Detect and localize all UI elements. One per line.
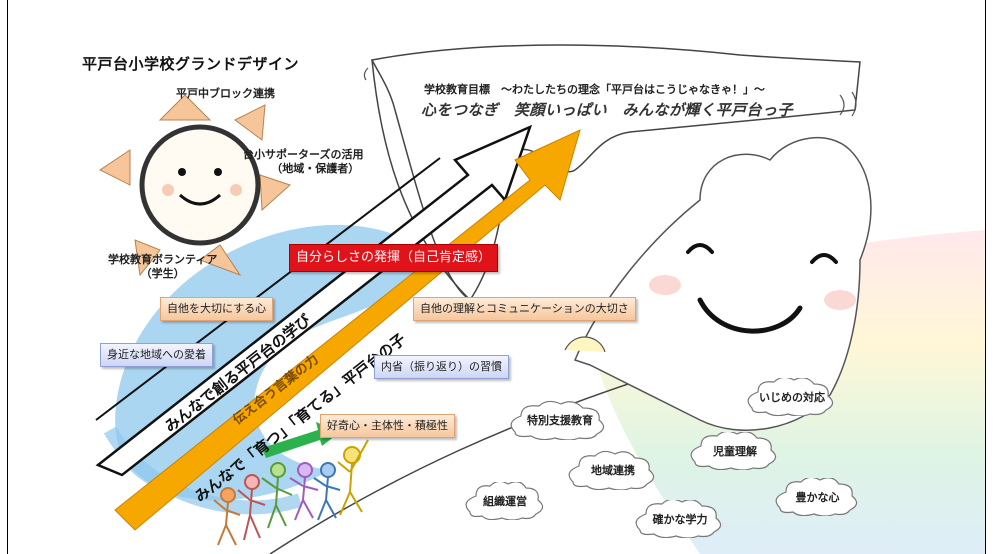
sun-drawing <box>99 94 291 277</box>
cloud-special-support-label: 特別支援教育 <box>527 414 593 427</box>
school-goal: 学校教育目標 ～わたしたちの理念「平戸台はこうじゃなきゃ！」～ <box>424 83 765 96</box>
sun-label-right-line2: （地域・保護者） <box>271 162 360 175</box>
respect-box: 自他を大切にする心 <box>160 297 274 321</box>
sun-label-top: 平戸中ブロック連携 <box>176 87 275 100</box>
sun-label-right: 台小サポーターズの活用 （地域・保護者） <box>243 148 363 176</box>
self-esteem-box: 自分らしさの発揮（自己肯定感） <box>289 244 499 272</box>
community-attachment-box: 身近な地域への愛着 <box>100 343 213 367</box>
sun-label-left: 学校教育ボランティア （学生） <box>108 253 217 281</box>
cloud-community-link-label: 地域連携 <box>591 464 635 477</box>
sun-label-left-line1: 学校教育ボランティア <box>108 253 218 266</box>
curiosity-box: 好奇心・主体性・積極性 <box>320 414 455 438</box>
cloud-bullying: いじめの対応 <box>742 378 842 416</box>
sun-label-left-line2: （学生） <box>140 267 185 280</box>
mascot-character <box>564 137 872 431</box>
cloud-rich-heart-label: 豊かな心 <box>795 491 840 504</box>
cloud-bullying-label: いじめの対応 <box>759 391 825 404</box>
cloud-organization-label: 組織運営 <box>483 495 527 508</box>
cloud-community-link: 地域連携 <box>563 450 663 490</box>
cloud-rich-heart: 豊かな心 <box>770 478 865 516</box>
cloud-child-understanding: 児童理解 <box>685 432 785 470</box>
school-motto: 心をつなぎ 笑顔いっぱい みんなが輝く平戸台っ子 <box>421 101 794 119</box>
cloud-child-understanding-label: 児童理解 <box>713 445 757 458</box>
sun-label-right-line1: 台小サポーターズの活用 <box>243 148 364 161</box>
cloud-organization: 組織運営 <box>460 482 550 520</box>
cloud-academic-label: 確かな学力 <box>652 513 708 526</box>
hill-outline <box>269 379 641 554</box>
children-figures <box>213 439 369 546</box>
communication-box: 自他の理解とコミュニケーションの大切さ <box>413 297 636 321</box>
frame-right-border <box>985 0 986 554</box>
cloud-special-support: 特別支援教育 <box>505 400 615 440</box>
orange-arrow <box>114 129 581 531</box>
cloud-academic: 確かな学力 <box>630 500 730 538</box>
reflection-box: 内省（振り返り）の習慣 <box>374 355 509 379</box>
frame-left-border <box>7 0 8 554</box>
page-title: 平戸台小学校グランドデザイン <box>82 55 300 73</box>
